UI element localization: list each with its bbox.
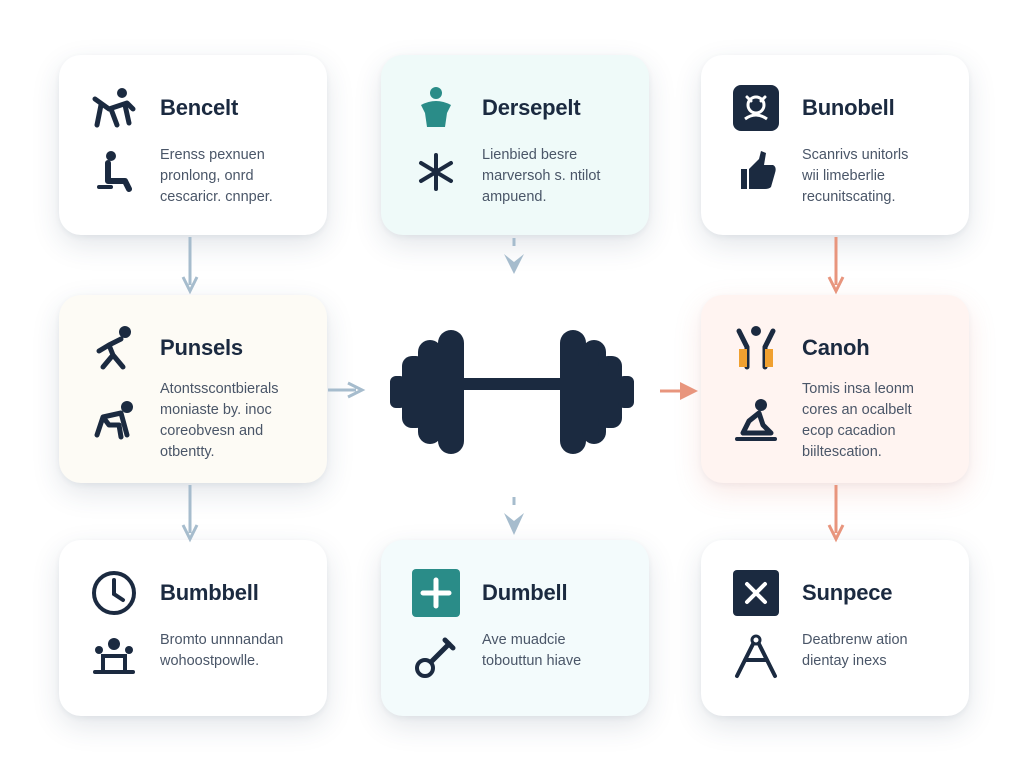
card-description: Ave muadcie tobouttun hiave	[482, 632, 582, 669]
card-description: Deatbrenw ation dientay inexs	[802, 632, 908, 669]
person-stretch-icon	[89, 83, 139, 133]
card-title: Dumbell	[482, 580, 568, 605]
card-bunobell: Bunobell Scanrivs unitorls wii limeberli…	[701, 55, 969, 235]
arrow-down-left-top	[181, 237, 199, 295]
card-title: Punsels	[160, 335, 243, 360]
card-bencelt: Bencelt Erenss pexnuen pronlong, onrd ce…	[59, 55, 327, 235]
plus-square-icon	[411, 568, 461, 618]
card-description: Erenss pexnuen pronlong, onrd cescaricr.…	[160, 147, 273, 205]
card-description: Scanrivs unitorls wii limeberlie recunit…	[802, 147, 909, 205]
card-dersepelt: Dersepelt Lienbied besre marversoh s. nt…	[381, 55, 649, 235]
card-title: Bunobell	[802, 95, 895, 120]
asterisk-icon	[411, 147, 461, 197]
card-canoh: Canoh Tomis insa leonm cores an ocalbelt…	[701, 295, 969, 483]
arms-up-icon	[731, 323, 781, 373]
group-icon	[89, 632, 139, 682]
dumbbell-icon	[390, 330, 634, 454]
kettle-bell-icon	[411, 632, 461, 682]
person-lunge-icon	[89, 323, 139, 373]
arrow-down-right-top	[827, 237, 845, 295]
arrow-down-center-bottom	[504, 497, 524, 535]
card-title: Bumbbell	[160, 580, 259, 605]
card-sunpece: Sunpece Deatbrenw ation dientay inexs	[701, 540, 969, 716]
arrow-down-right-bottom	[827, 485, 845, 543]
card-title: Sunpece	[802, 580, 893, 605]
person-crawl-icon	[89, 395, 139, 445]
arrow-down-left-bottom	[181, 485, 199, 543]
thumbs-up-icon	[731, 147, 781, 197]
card-title: Bencelt	[160, 95, 239, 120]
bell-badge-icon	[731, 83, 781, 133]
person-sitting-icon	[89, 147, 139, 197]
card-description: Tomis insa leonm cores an ocalbelt ecop …	[802, 381, 915, 460]
arrow-right-to-dumbbell	[328, 381, 366, 399]
card-punsels: Punsels Atontsscontbierals moniaste by. …	[59, 295, 327, 483]
close-square-icon	[731, 568, 781, 618]
card-title: Dersepelt	[482, 95, 581, 120]
card-description: Bromto unnnandan wohoostpowlle.	[160, 632, 284, 669]
card-description: Atontsscontbierals moniaste by. inoc cor…	[160, 381, 279, 460]
person-meditate-icon	[731, 395, 781, 445]
arrow-down-center-top	[504, 238, 524, 274]
card-bumbbell: Bumbbell Bromto unnnandan wohoostpowlle.	[59, 540, 327, 716]
card-description: Lienbied besre marversoh s. ntilot ampue…	[482, 147, 601, 205]
clock-icon	[89, 568, 139, 618]
teal-body-icon	[411, 83, 461, 133]
card-title: Canoh	[802, 335, 870, 360]
compass-icon	[731, 632, 781, 682]
arrow-right-to-canoh	[660, 382, 698, 400]
card-dumbell: Dumbell Ave muadcie tobouttun hiave	[381, 540, 649, 716]
